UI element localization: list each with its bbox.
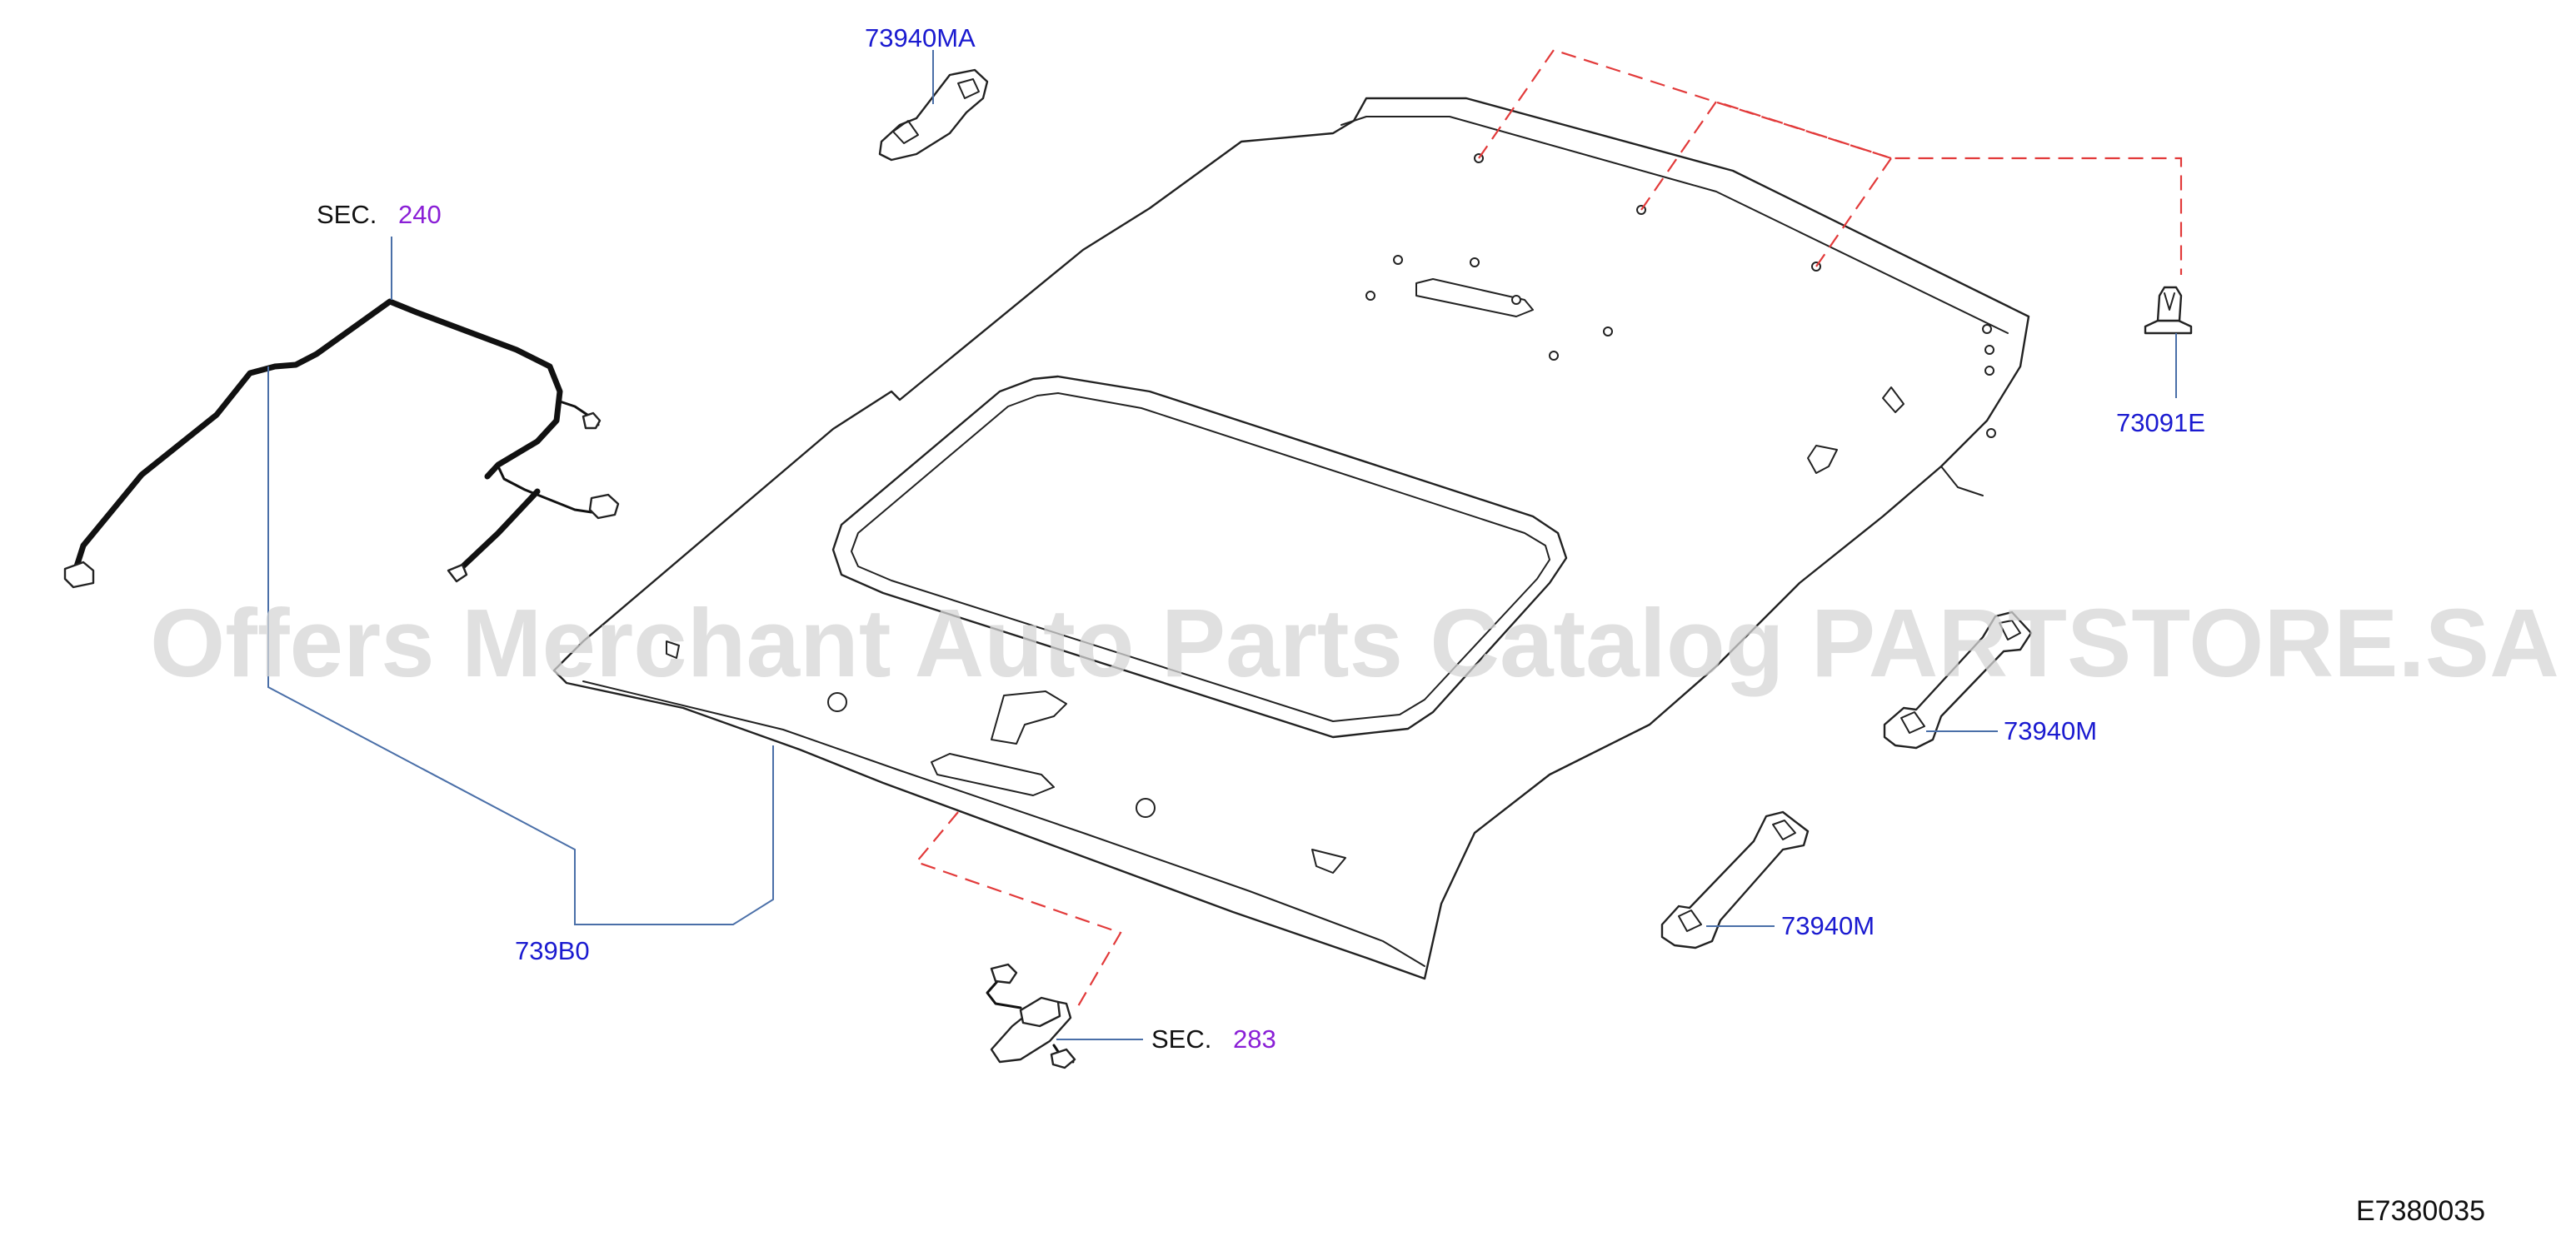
map-lamp[interactable]	[986, 963, 1076, 1069]
assist-grip-rear-upper[interactable]	[1883, 611, 2033, 750]
headlining-panel[interactable]	[552, 97, 2030, 980]
callout-lamp-section[interactable]: SEC. 283	[1151, 1024, 1276, 1054]
phantom-lines	[915, 48, 2183, 1013]
harness-sec-prefix: SEC.	[317, 200, 377, 229]
assist-grip-rear-lower[interactable]	[1660, 810, 1810, 949]
leader-lines	[267, 50, 2177, 1040]
assist-grip-front[interactable]	[878, 68, 989, 162]
roof-wire-harness[interactable]	[63, 298, 620, 589]
clip-73091E[interactable]	[2144, 286, 2193, 335]
diagram-code: E7380035	[2356, 1195, 2485, 1227]
watermark-text: Offers Merchant Auto Parts Catalog PARTS…	[150, 589, 2559, 697]
callout-grip-rear-lower[interactable]: 73940M	[1781, 911, 1875, 940]
callout-grip-rear-upper[interactable]: 73940M	[2004, 716, 2097, 745]
lamp-sec-prefix: SEC.	[1151, 1024, 1211, 1054]
callout-clip[interactable]: 73091E	[2116, 408, 2205, 437]
callout-harness-section[interactable]: SEC. 240	[317, 200, 442, 229]
harness-sec-number[interactable]: 240	[398, 200, 442, 229]
callout-grip-front[interactable]: 73940MA	[865, 23, 976, 52]
callout-headlining[interactable]: 739B0	[515, 936, 590, 965]
lamp-sec-number[interactable]: 283	[1233, 1024, 1276, 1054]
